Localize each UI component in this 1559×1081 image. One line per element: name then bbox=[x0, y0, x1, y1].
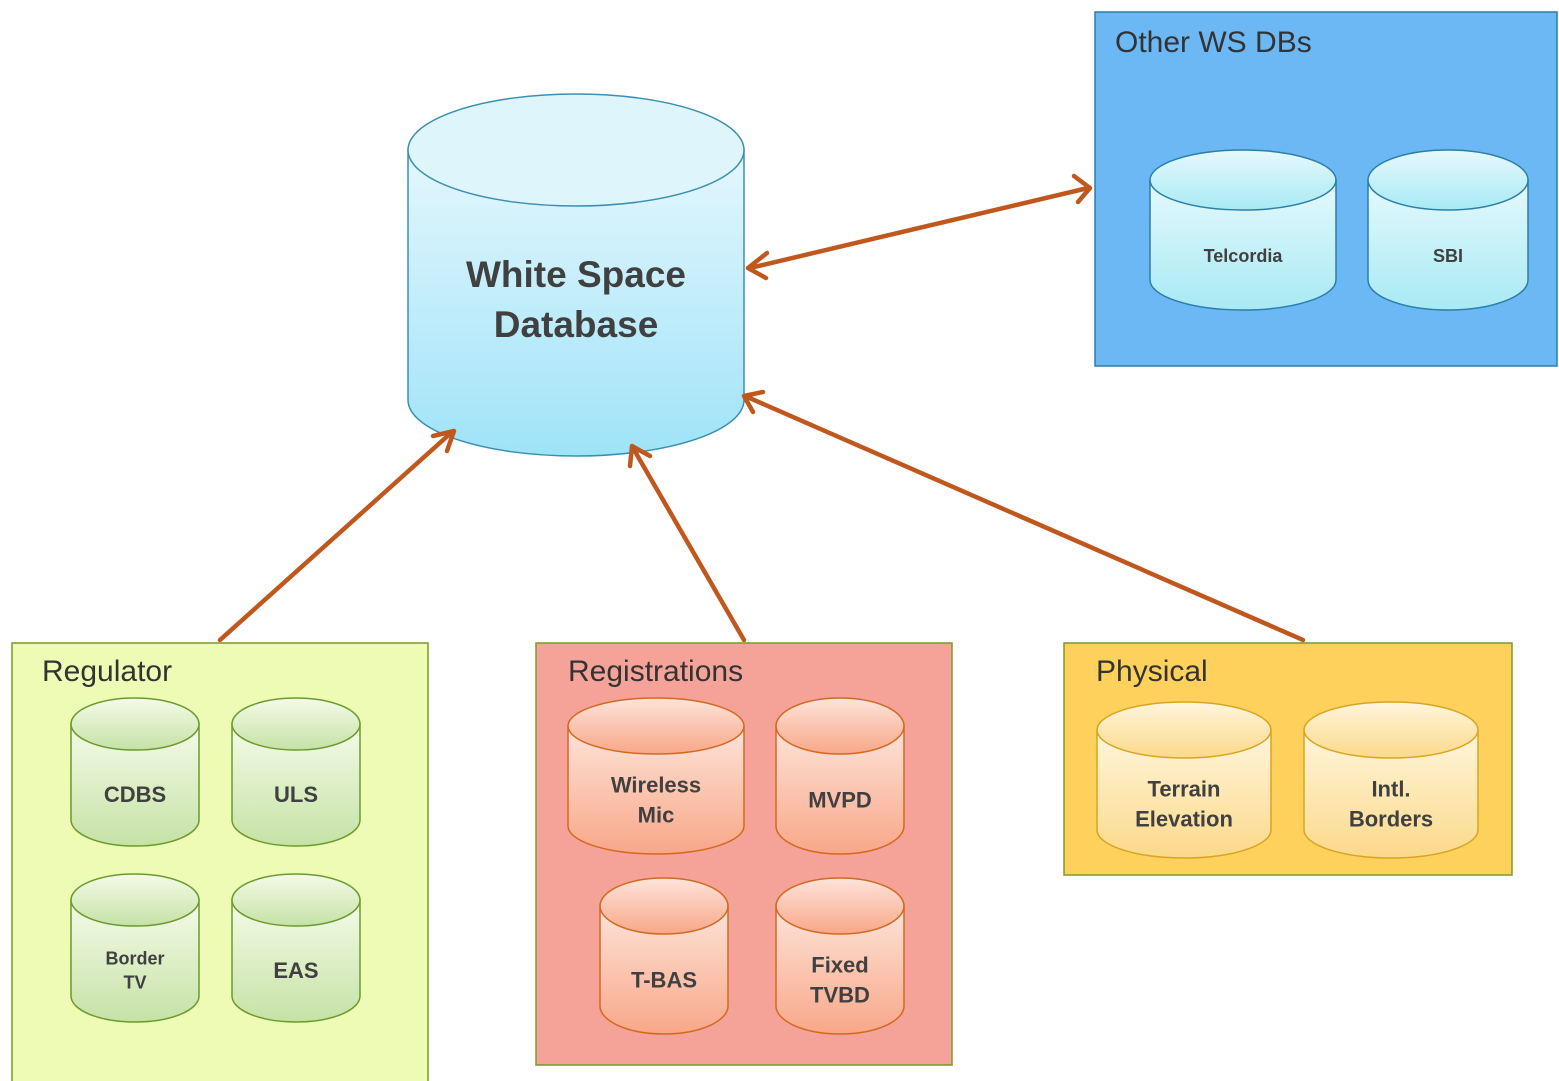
wireless-mic-db-top bbox=[567, 697, 745, 755]
intl-borders-db-body bbox=[1303, 729, 1479, 859]
t-bas-db-label-line: T-BAS bbox=[631, 968, 697, 993]
physical-title: Physical bbox=[1096, 655, 1208, 688]
arrow-other-ws-bidirectional bbox=[745, 173, 1093, 281]
telcordia-db-top bbox=[1149, 149, 1337, 211]
arrow-registrations-to-main bbox=[627, 443, 747, 643]
eas-db-label-line: EAS bbox=[273, 958, 318, 983]
uls-db-top bbox=[231, 697, 361, 751]
eas-db-body bbox=[231, 899, 361, 1023]
terrain-elevation-db-label-line: Elevation bbox=[1135, 807, 1233, 832]
cdbs-db-top bbox=[70, 697, 200, 751]
white-space-database-label-line2: Database bbox=[494, 304, 659, 345]
fixed-tvbd-db-body bbox=[775, 905, 905, 1035]
wireless-mic-db-body bbox=[567, 725, 745, 855]
eas-db-top bbox=[231, 873, 361, 927]
intl-borders-db: Intl. Borders bbox=[1303, 701, 1479, 859]
data-flow-arrows bbox=[217, 173, 1306, 643]
regulator-box bbox=[11, 642, 429, 1081]
intl-borders-db-label-line: Borders bbox=[1349, 807, 1433, 832]
terrain-elevation-db-label-line: Terrain bbox=[1148, 777, 1221, 802]
sbi-db-body bbox=[1367, 179, 1529, 311]
regulator-title: Regulator bbox=[42, 655, 172, 688]
regulator-group: Regulator bbox=[11, 642, 429, 1081]
mvpd-db: MVPD bbox=[775, 697, 905, 855]
border-tv-db-label-line: Border bbox=[105, 948, 164, 968]
fixed-tvbd-db-label-line: TVBD bbox=[810, 983, 870, 1008]
arrow-regulator-to-main bbox=[217, 428, 457, 643]
intl-borders-db-label-line: Intl. bbox=[1371, 777, 1410, 802]
terrain-elevation-db-top bbox=[1096, 701, 1272, 759]
cdbs-db: CDBS bbox=[70, 697, 200, 847]
telcordia-db-body bbox=[1149, 179, 1337, 311]
white-space-database-label-line1: White Space bbox=[466, 254, 686, 295]
telcordia-db: Telcordia bbox=[1149, 149, 1337, 311]
t-bas-db-body bbox=[599, 905, 729, 1035]
white-space-database-top bbox=[407, 93, 745, 207]
t-bas-db-top bbox=[599, 877, 729, 935]
mvpd-db-top bbox=[775, 697, 905, 755]
terrain-elevation-db-body bbox=[1096, 729, 1272, 859]
wireless-mic-db-label-line: Mic bbox=[638, 803, 675, 828]
mvpd-db-body bbox=[775, 725, 905, 855]
sbi-db-top bbox=[1367, 149, 1529, 211]
arrow-physical-to-main bbox=[741, 389, 1306, 643]
fixed-tvbd-db-label-line: Fixed bbox=[811, 953, 868, 978]
border-tv-db-label-line: TV bbox=[123, 972, 146, 992]
uls-db-label-line: ULS bbox=[274, 782, 318, 807]
intl-borders-db-top bbox=[1303, 701, 1479, 759]
mvpd-db-label-line: MVPD bbox=[808, 788, 872, 813]
cdbs-db-label-line: CDBS bbox=[104, 782, 166, 807]
other-ws-dbs-title: Other WS DBs bbox=[1115, 26, 1312, 59]
uls-db: ULS bbox=[231, 697, 361, 847]
border-tv-db-body bbox=[70, 899, 200, 1023]
registrations-title: Registrations bbox=[568, 655, 743, 688]
border-tv-db-top bbox=[70, 873, 200, 927]
telcordia-db-label-line: Telcordia bbox=[1204, 246, 1284, 266]
sbi-db-label-line: SBI bbox=[1433, 246, 1463, 266]
white-space-database-body bbox=[407, 149, 745, 457]
uls-db-body bbox=[231, 723, 361, 847]
eas-db: EAS bbox=[231, 873, 361, 1023]
cdbs-db-body bbox=[70, 723, 200, 847]
t-bas-db: T-BAS bbox=[599, 877, 729, 1035]
wireless-mic-db-label-line: Wireless bbox=[611, 773, 701, 798]
fixed-tvbd-db-top bbox=[775, 877, 905, 935]
sbi-db: SBI bbox=[1367, 149, 1529, 311]
